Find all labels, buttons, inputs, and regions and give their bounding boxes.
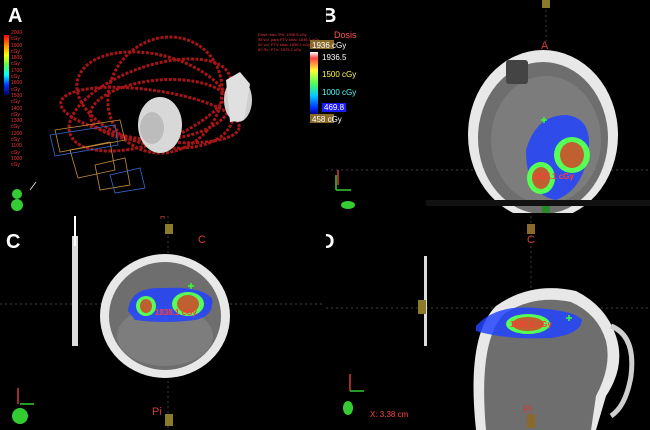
panel-coronal: C H C Pi 1838.1 cGy xyxy=(0,216,323,430)
dosis-min-box: 458 cGy xyxy=(312,115,342,124)
panel-d-letter: D xyxy=(326,231,335,253)
panel-axial: B A 1837.1 cGy xyxy=(326,0,650,213)
dose-legend-row: 1700 cGy xyxy=(11,67,23,81)
orient-right-c: C xyxy=(198,234,206,246)
panel-b-letter: B xyxy=(326,5,337,27)
beam-render xyxy=(11,35,252,211)
dose-info-line: 80 Rx: PTV: 1875.2 cGy xyxy=(258,47,301,52)
scale-readout-d: X: 3.38 cm xyxy=(370,410,409,419)
orient-top-c: H xyxy=(160,216,166,221)
dosis-max-box: 1936 cGy xyxy=(312,41,347,50)
panel-sagittal: D C Pi 1833.3 cGy X: 3.38 cm xyxy=(326,216,650,430)
dosis-title: Dosis xyxy=(334,30,357,40)
dosis-value-2: 1500 cGy xyxy=(322,70,357,79)
dose-label-b: 1837.1 cGy xyxy=(532,172,574,181)
orient-top-b: A xyxy=(541,40,549,52)
dose-info-line: 50 vol. PTV total: 1836.1 cGy xyxy=(258,42,311,47)
dose-legend-row: 1300 cGy xyxy=(11,118,23,131)
dosis-value-3: 1000 cGy xyxy=(322,88,357,97)
dose-label-d: 1833.3 cGy xyxy=(510,320,552,329)
orient-top-d: C xyxy=(527,234,535,246)
coronal-slice xyxy=(0,216,323,430)
panel-a-letter: A xyxy=(8,5,23,27)
dose-legend-row: 1400 cGy xyxy=(11,105,23,118)
sagittal-slice xyxy=(326,216,650,430)
dose-info-line: 95 vol. para PTV total: 1836.1 cGy xyxy=(258,37,320,42)
dose-legend-row: 1600 cGy xyxy=(11,80,23,93)
dose-legend-row: 1200 cGy xyxy=(11,130,23,144)
dose-colorbar xyxy=(4,35,9,95)
dose-info-line: Dose max: 9%: 1936.5 cGy xyxy=(258,32,307,37)
dosis-value-1: 1936.5 xyxy=(322,53,347,62)
dose-legend-row: 1000 cGy xyxy=(11,155,23,169)
dosis-scale: Dosis 1936 cGy 1936.5 1500 cGy 1000 cGy … xyxy=(310,30,400,125)
dose-legend-row: 1100 cGy xyxy=(11,143,22,156)
dose-label-c: 1838.1 cGy xyxy=(155,308,197,317)
panel-c-letter: C xyxy=(6,231,21,253)
dose-legend-row: 1900 cGy xyxy=(11,42,23,55)
dosis-value-4: 469.8 xyxy=(322,103,347,112)
axial-slice xyxy=(326,0,650,213)
dose-legend-row: 2000 cGy xyxy=(11,30,23,43)
dose-legend-row: 1500 cGy xyxy=(11,92,23,106)
orient-bottom-d: Pi xyxy=(523,404,533,416)
orient-bottom-c: Pi xyxy=(152,406,162,418)
dose-legend-row: 1800 cGy xyxy=(11,55,23,68)
